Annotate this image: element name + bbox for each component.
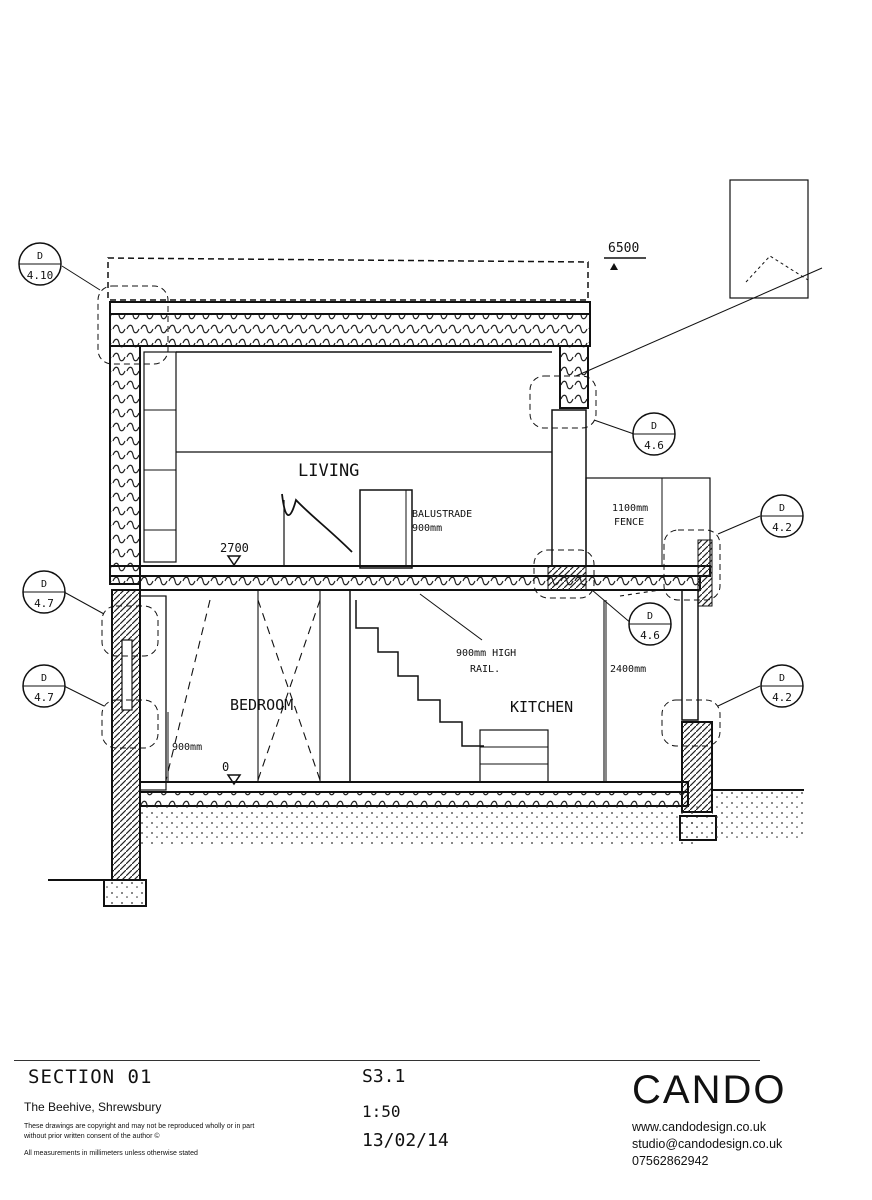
svg-text:4.2: 4.2 [772, 521, 792, 534]
note-bedroom-sill: 900mm [172, 742, 202, 753]
copyright-note: These drawings are copyright and may not… [24, 1123, 255, 1140]
room-label-living: LIVING [298, 461, 359, 481]
room-label-kitchen: KITCHEN [510, 698, 573, 716]
project-name: The Beehive, Shrewsbury [24, 1100, 162, 1114]
svg-text:4.6: 4.6 [640, 629, 660, 642]
note-fence-height: 1100mm [612, 503, 648, 514]
dimension-lines [167, 267, 823, 782]
svg-text:4.2: 4.2 [772, 691, 792, 704]
balustrade [359, 489, 413, 569]
svg-text:D: D [779, 673, 785, 684]
level-marker-first-floor: 2700 [220, 541, 249, 567]
left-footing [103, 879, 147, 907]
section-drawing: 6500 2700 0 LIVING BEDROOM KITCHEN BALUS… [18, 179, 823, 907]
note-balustrade: BALUSTRADE [412, 509, 472, 520]
ground-level-text: 0 [222, 760, 229, 774]
measurements-note: All measurements in millimeters unless o… [24, 1150, 198, 1157]
drawing-title: SECTION 01 [28, 1066, 153, 1088]
detail-callout-4-7-upper: D 4.7 [22, 570, 159, 657]
detail-callout-4-10: D 4.10 [18, 242, 169, 365]
title-block-rule [14, 1060, 760, 1061]
svg-text:4.7: 4.7 [34, 691, 54, 704]
svg-text:D: D [779, 503, 785, 514]
detail-callout-4-2-upper: D 4.2 [663, 494, 804, 601]
lower-right-wall [681, 589, 713, 813]
level-marker-ground: 0 [222, 760, 242, 786]
phone-number: 07562862942 [632, 1154, 709, 1168]
svg-text:D: D [37, 251, 43, 262]
roof-slab [107, 257, 591, 347]
right-footing [679, 815, 717, 841]
detail-callout-4-2-lower: D 4.2 [661, 664, 804, 747]
detail-callout-4-6-upper: D 4.6 [529, 375, 676, 456]
first-floor-slab [109, 565, 711, 591]
note-rail-height: 900mm HIGH [456, 648, 516, 659]
detail-callout-4-6-lower: D 4.6 [533, 549, 672, 646]
terrace-fence [585, 477, 713, 607]
roof-level-text: 6500 [608, 241, 639, 256]
stair [349, 590, 549, 783]
room-label-bedroom: BEDROOM [230, 696, 293, 714]
note-rail: RAIL. [470, 664, 500, 675]
partitions [165, 589, 661, 782]
drawing-number: S3.1 [362, 1066, 406, 1087]
website-link[interactable]: www.candodesign.co.uk [632, 1120, 767, 1134]
detail-inset-box [729, 179, 809, 299]
svg-text:D: D [41, 579, 47, 590]
svg-text:4.6: 4.6 [644, 439, 664, 452]
svg-text:4.7: 4.7 [34, 597, 54, 610]
ground-floor-slab [139, 781, 700, 846]
brand-logo: CANDO [632, 1068, 787, 1112]
upper-right-wall [551, 345, 589, 567]
svg-text:4.10: 4.10 [27, 269, 54, 282]
svg-text:D: D [41, 673, 47, 684]
lower-left-wall [111, 589, 167, 881]
first-floor-level-text: 2700 [220, 541, 249, 555]
drawing-scale: 1:50 [362, 1102, 401, 1121]
handrail-curve [281, 493, 353, 553]
svg-text:D: D [647, 611, 653, 622]
note-fence: FENCE [614, 517, 644, 528]
note-kitchen-height: 2400mm [610, 664, 646, 675]
svg-text:D: D [651, 421, 657, 432]
email-link[interactable]: studio@candodesign.co.uk [632, 1137, 783, 1151]
note-balustrade-height: 900mm [412, 523, 442, 534]
drawing-date: 13/02/14 [362, 1130, 449, 1151]
detail-callout-4-7-lower: D 4.7 [22, 664, 159, 749]
upper-left-wall [109, 345, 177, 585]
level-marker-roof: 6500 [604, 241, 646, 270]
